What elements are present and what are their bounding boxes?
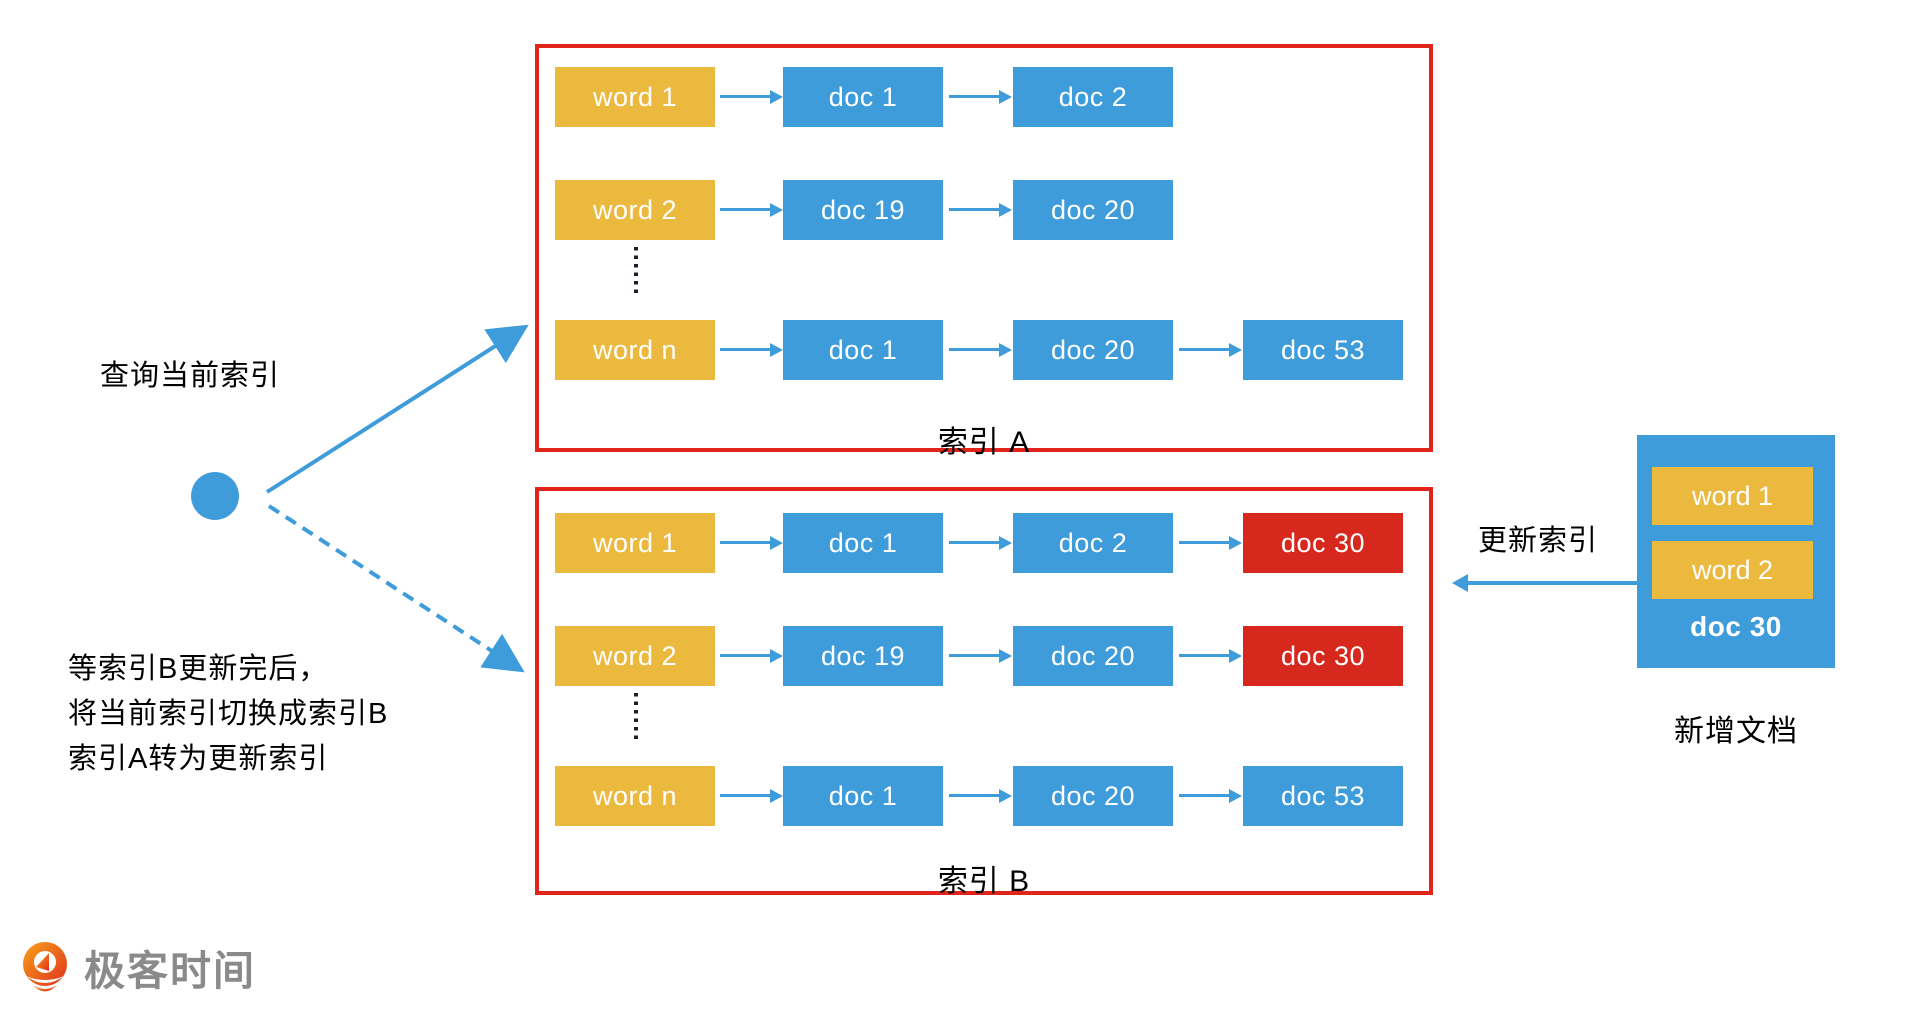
doc-node: doc 20 [1013, 766, 1173, 826]
new-doc-word-node: word 1 [1652, 467, 1813, 525]
query-source-dot [191, 472, 239, 520]
link-arrow-icon [1179, 535, 1242, 550]
doc-node: doc 1 [783, 67, 943, 127]
link-arrow-icon [720, 89, 783, 104]
link-arrow-icon [949, 202, 1012, 217]
update-index-label: 更新索引 [1477, 525, 1598, 557]
link-arrow-icon [949, 788, 1012, 803]
doc-node: doc 1 [783, 766, 943, 826]
index-a-label: 索引 A [937, 426, 1031, 459]
link-arrow-icon [1179, 648, 1242, 663]
link-arrow-icon [949, 89, 1012, 104]
word-node: word 2 [555, 180, 715, 240]
doc-node: doc 19 [783, 626, 943, 686]
doc-node: doc 53 [1243, 766, 1403, 826]
doc-node: doc 53 [1243, 320, 1403, 380]
link-arrow-icon [1179, 342, 1242, 357]
new-doc-node: doc 30 [1243, 513, 1403, 573]
query-arrow [265, 324, 529, 494]
link-arrow-icon [1179, 788, 1242, 803]
ellipsis-dots-icon [634, 693, 638, 739]
index-b-label: 索引 B [937, 865, 1031, 898]
new-doc-word-node: word 2 [1652, 541, 1813, 599]
index-b-frame [535, 487, 1433, 895]
doc-node: doc 20 [1013, 626, 1173, 686]
geektime-logo: 极客时间 [22, 942, 256, 1000]
word-node: word 1 [555, 67, 715, 127]
new-doc-node: doc 30 [1243, 626, 1403, 686]
link-arrow-icon [949, 535, 1012, 550]
index-a-frame [535, 44, 1433, 452]
new-doc-id-label: doc 30 [1690, 611, 1782, 642]
link-arrow-icon [949, 648, 1012, 663]
query-current-index-label: 查询当前索引 [100, 360, 281, 392]
link-arrow-icon [720, 342, 783, 357]
switch-note-line: 将当前索引切换成索引B [68, 698, 389, 730]
new-document-label: 新增文档 [1674, 715, 1798, 748]
geektime-logo-icon [23, 942, 67, 992]
link-arrow-icon [720, 648, 783, 663]
switch-arrow-dashed [267, 504, 525, 673]
word-node: word 2 [555, 626, 715, 686]
link-arrow-icon [720, 202, 783, 217]
doc-node: doc 1 [783, 513, 943, 573]
word-node: word n [555, 320, 715, 380]
doc-node: doc 20 [1013, 320, 1173, 380]
link-arrow-icon [720, 535, 783, 550]
word-node: word n [555, 766, 715, 826]
ellipsis-dots-icon [634, 247, 638, 293]
update-index-arrow-icon [1452, 574, 1638, 592]
switch-note-line: 索引A转为更新索引 [68, 743, 329, 775]
doc-node: doc 20 [1013, 180, 1173, 240]
doc-node: doc 2 [1013, 67, 1173, 127]
geektime-logo-text: 极客时间 [84, 948, 256, 994]
word-node: word 1 [555, 513, 715, 573]
link-arrow-icon [720, 788, 783, 803]
doc-node: doc 2 [1013, 513, 1173, 573]
switch-note-line: 等索引B更新完后， [68, 653, 329, 685]
link-arrow-icon [949, 342, 1012, 357]
doc-node: doc 1 [783, 320, 943, 380]
doc-node: doc 19 [783, 180, 943, 240]
